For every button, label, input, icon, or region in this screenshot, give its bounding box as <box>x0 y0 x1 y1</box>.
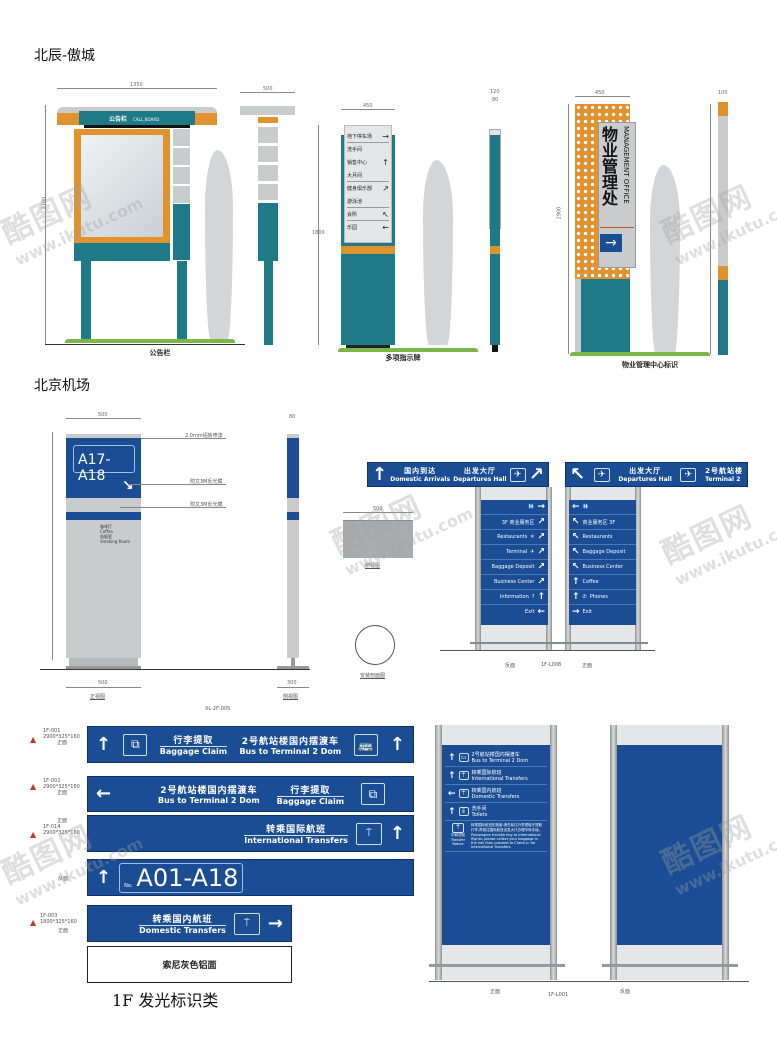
warning-triangle-icon: ▲ <box>30 830 37 839</box>
overhead-panel-left: 🚻→ 3F 商业服务区↗ Restaurants✕↗ Terminal✈↗ Ba… <box>481 500 548 625</box>
directory-item: 游泳池 <box>347 195 389 208</box>
warning-triangle-icon: ▲ <box>30 918 37 927</box>
transfer-icon: ⍑ <box>458 789 469 798</box>
dining-icon: ✕ <box>530 534 535 540</box>
management-title-cn: 物业管理处 <box>599 126 618 206</box>
bus-icon: ▭ <box>458 753 469 762</box>
strip-sign-gate-a01: ↑ No. A01-A18 <box>87 859 414 896</box>
directory-caption: 多项指示牌 <box>385 354 421 362</box>
directory-item: 乐园← <box>347 223 389 232</box>
departures-plane-icon: ✈ <box>509 467 526 482</box>
directory-item: 健身俱乐部↗ <box>347 184 389 193</box>
overhead-plan-view: 500 俯视图 <box>335 500 425 569</box>
toilets-icon: 🚻 <box>528 504 535 510</box>
material-box: 索尼灰色铝面 <box>87 946 292 983</box>
transfer-icon: ⍑ <box>355 822 382 845</box>
bulletin-header: 公告栏 CALL_BOARD <box>79 111 195 125</box>
directory-panel: 地下停车场→ 洗手间 销售中心↑ 大月间 健身俱乐部↗ 游泳池 会所↖ 乐园← <box>344 125 392 243</box>
toilets-icon: 🚻 <box>582 504 589 510</box>
directory-item: 销售中心↑ <box>347 158 389 167</box>
directory-item: 地下停车场→ <box>347 130 389 143</box>
management-sign-drawing: 450 2900 物业管理处 MANAGEMENT OFFICE → 物业管理中… <box>556 90 728 369</box>
category-title: 1F 发光标识类 <box>112 991 219 1010</box>
arrow-right-icon: → <box>600 234 622 252</box>
section-title-airport: 北京机场 <box>34 378 90 394</box>
gate-sign-code: XL-2F-005 <box>205 706 231 712</box>
install-detail-circle <box>355 625 395 665</box>
directory-item: 大月间 <box>347 169 389 182</box>
transfer-icon: ⍑ <box>458 771 469 780</box>
management-title-en: MANAGEMENT OFFICE <box>622 126 630 204</box>
section-title-beichen: 北辰-傲城 <box>34 48 96 64</box>
pylon-back-panel <box>617 745 722 945</box>
departures-plane-icon: ✈ <box>593 467 610 482</box>
directory-item: 会所↖ <box>347 208 389 221</box>
bus-icon: 🚌 <box>353 733 378 756</box>
overhead-panel-right: ←🚻 ↖商业服务区 3F ↖Restaurants ↖Baggage Depos… <box>569 500 636 625</box>
baggage-icon: ⧉ <box>123 733 148 756</box>
gate-range: A01-A18 <box>136 863 239 892</box>
phone-icon: ✆ <box>582 594 587 600</box>
directory-item: 洗手间 <box>347 147 363 153</box>
plane-icon: ✈ <box>530 549 535 555</box>
transfer-icon: ⍑ <box>452 823 464 833</box>
baggage-icon: ⧉ <box>360 783 385 805</box>
bulletin-board-drawing: 1350 2100 公告栏 CALL_BOARD 公告栏 <box>40 80 250 360</box>
terminal-plane-icon: ✈ <box>680 467 697 482</box>
gate-number: A17-A18 <box>73 445 135 484</box>
gate-sign-front: 500 A17-A18 ↘ 咖啡厅 Coffee 吸烟室 Smoking Roo… <box>40 410 310 710</box>
bulletin-side-view: 500 <box>238 86 298 355</box>
info-icon: ? <box>531 594 535 600</box>
bulletin-caption: 公告栏 <box>149 349 171 357</box>
toilets-icon: ⅱ <box>458 807 469 816</box>
transfer-icon: ⍑ <box>233 912 260 935</box>
management-caption: 物业管理中心标识 <box>622 361 678 369</box>
gate-sign-side: 80 300 侧视图 <box>265 410 325 710</box>
arrow-down-right-icon: ↘ <box>122 478 134 494</box>
warning-triangle-icon: ▲ <box>30 735 37 744</box>
warning-triangle-icon: ▲ <box>30 782 37 791</box>
directory-sign-drawing: 450 1800 地下停车场→ 洗手间 销售中心↑ 大月间 健身俱乐部↗ 游泳池… <box>312 89 501 362</box>
